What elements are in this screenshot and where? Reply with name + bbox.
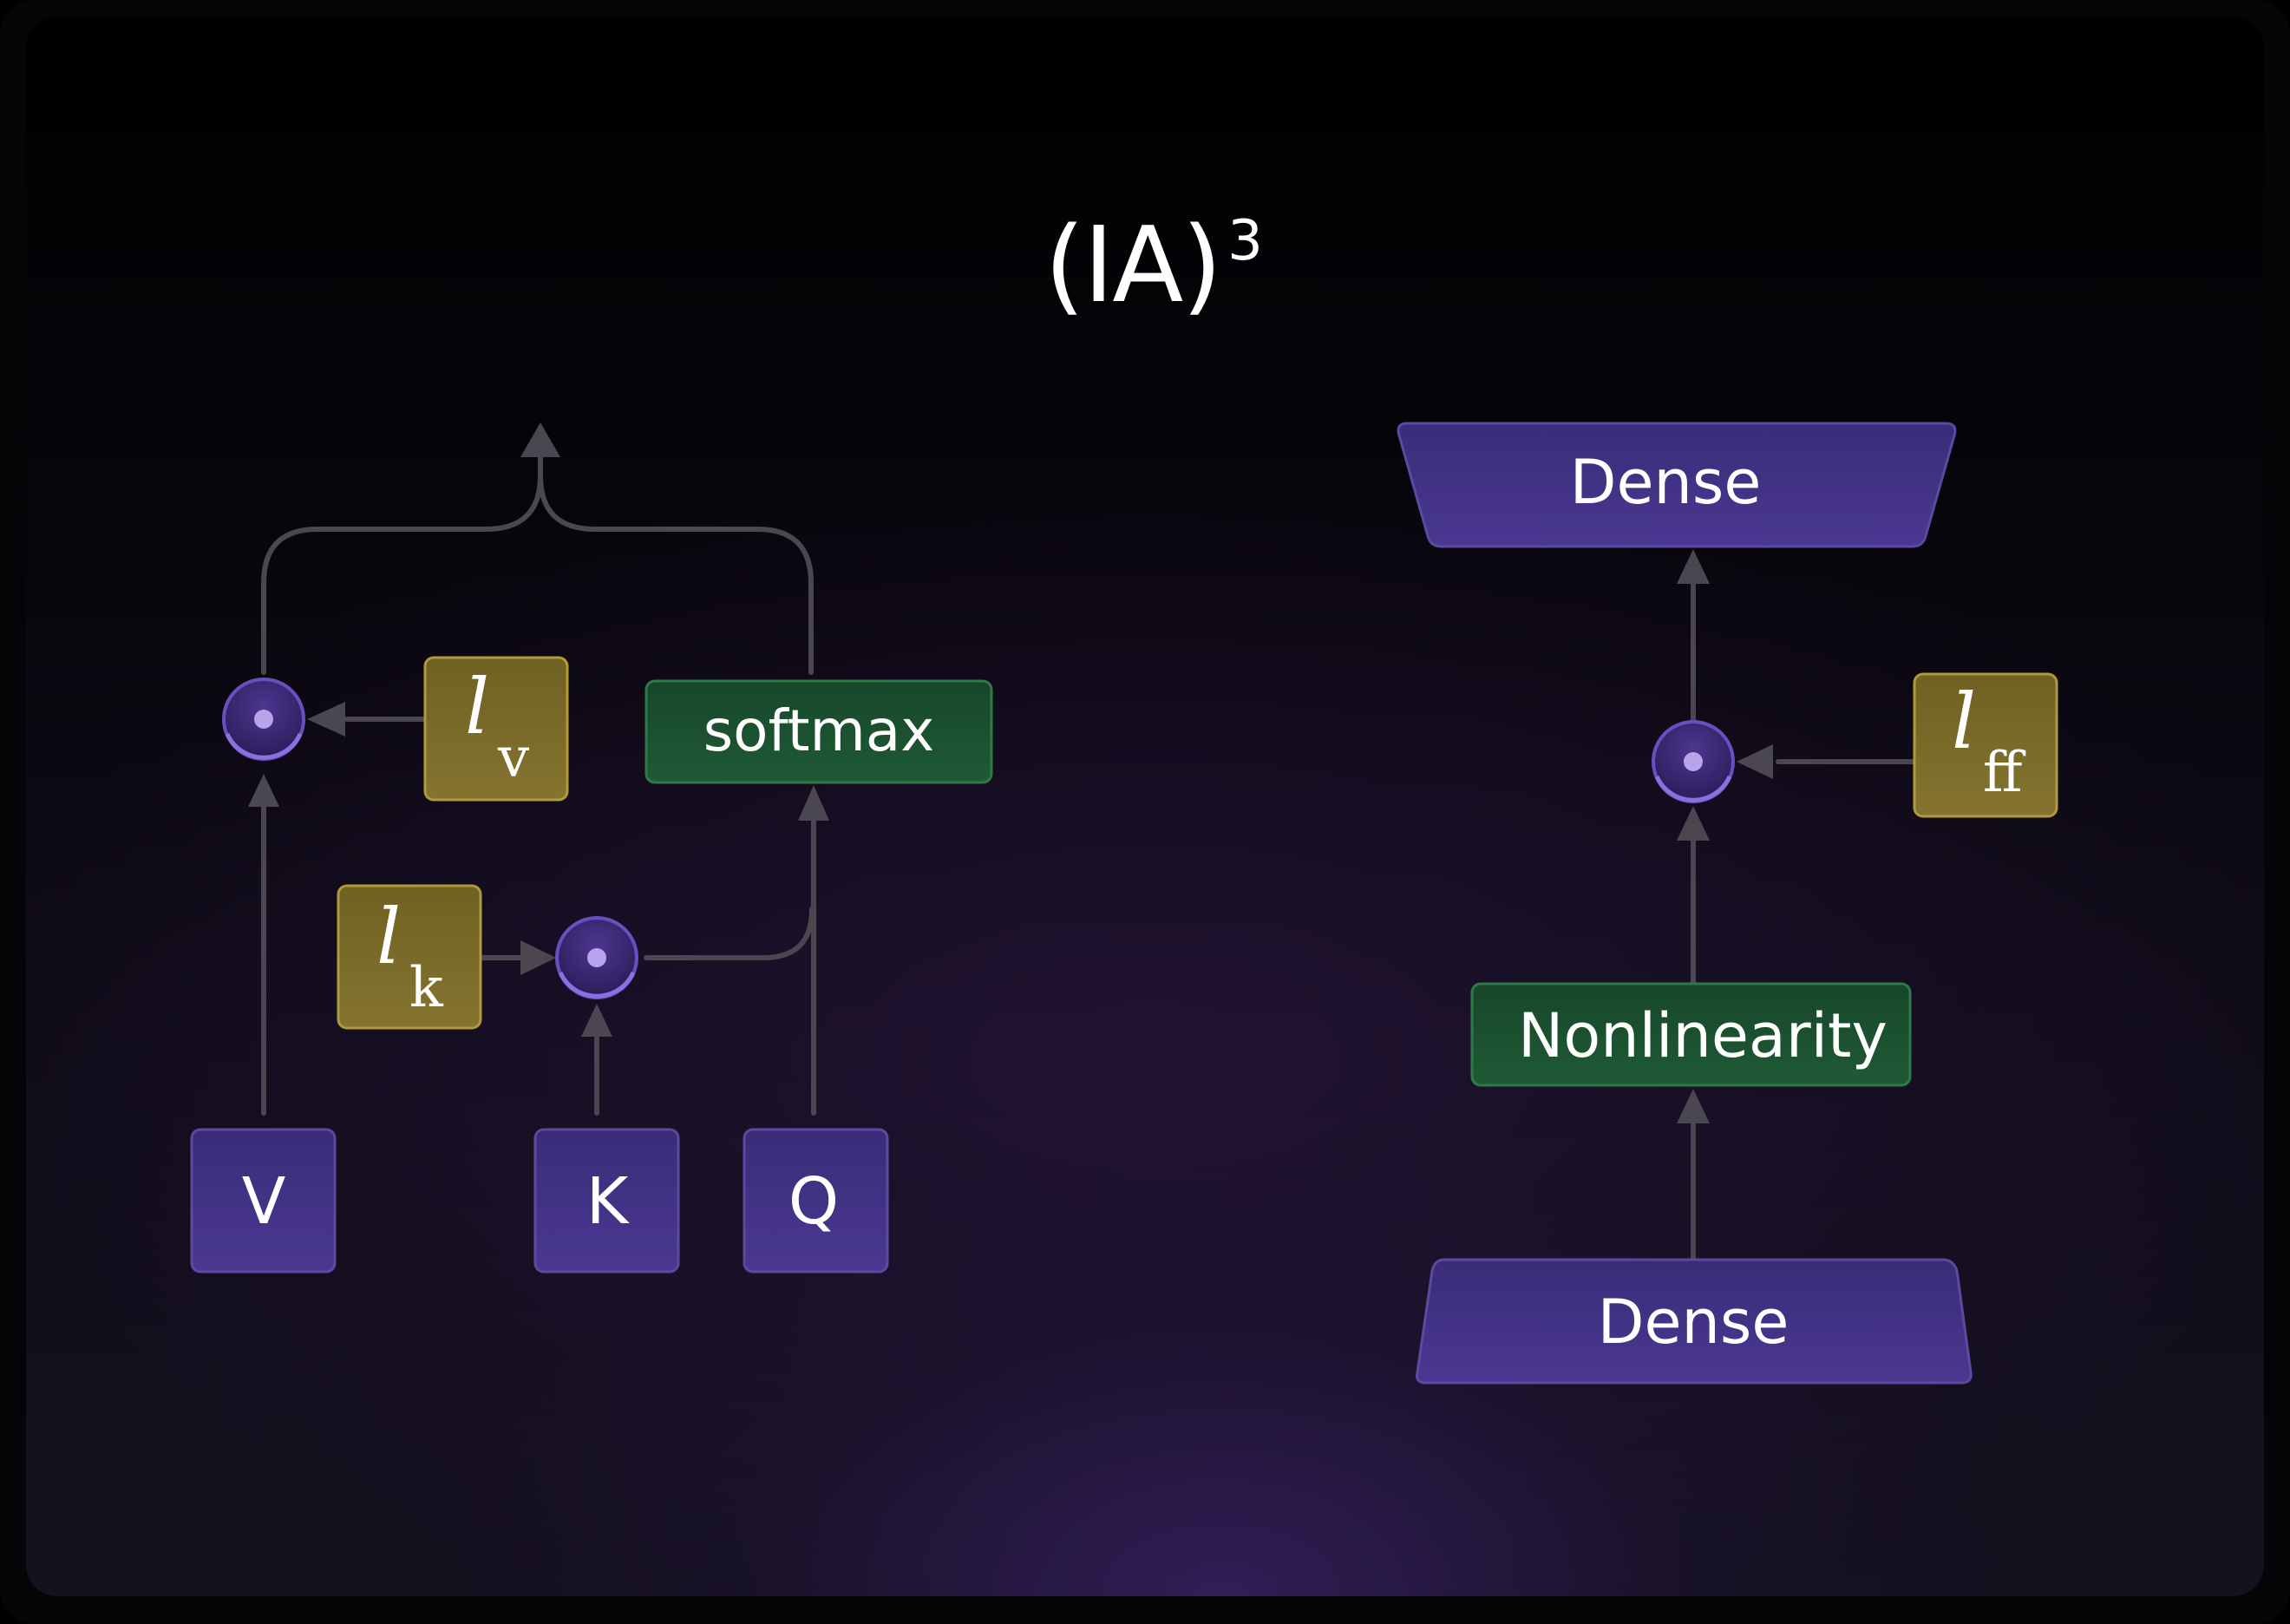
scale-subscript-lk: k — [409, 956, 444, 1020]
input-label-k: K — [586, 1164, 631, 1239]
scale-base-lv: l — [465, 662, 489, 751]
arrowhead-up-k — [581, 1004, 612, 1037]
arrowhead-up-v — [248, 774, 279, 807]
multiply-node-v — [222, 678, 305, 761]
nonlinearity-label: Nonlinearity — [1518, 1000, 1888, 1071]
softmax-box: softmax — [644, 679, 993, 784]
arrowhead-left-lv — [307, 702, 345, 737]
scale-box-lv: l v — [423, 656, 569, 802]
softmax-label: softmax — [703, 697, 935, 764]
scale-subscript-lff: ff — [1983, 741, 2026, 805]
multiply-node-ff — [1652, 720, 1735, 803]
multiply-node-k — [555, 916, 638, 999]
dense-bottom-label: Dense — [1598, 1287, 1789, 1358]
arrowheads — [248, 422, 1773, 1123]
input-box-k: K — [533, 1128, 680, 1274]
input-label-v: V — [242, 1164, 286, 1239]
connector-lines — [261, 453, 1917, 1262]
scale-box-lk: l k — [337, 884, 482, 1030]
scale-box-lff: l ff — [1913, 672, 2058, 818]
input-box-v: V — [190, 1128, 337, 1274]
scale-subscript-lv: v — [497, 726, 529, 790]
input-label-q: Q — [788, 1164, 839, 1239]
arrowhead-up-q — [798, 785, 829, 821]
title-superscript: 3 — [1227, 209, 1263, 273]
dense-top-label: Dense — [1570, 447, 1762, 518]
arrowhead-up-brace — [520, 422, 560, 457]
title-text: (IA) — [1044, 206, 1222, 326]
arrowhead-left-lff — [1737, 744, 1773, 779]
dense-box-top: Dense — [1397, 422, 1957, 548]
arrowhead-right-lk — [520, 940, 556, 975]
diagram-title: (IA)3 — [1044, 180, 1263, 327]
arrowhead-up-ff-3 — [1677, 549, 1710, 584]
arrowhead-up-ff-2 — [1677, 806, 1710, 841]
arrowhead-up-ff-1 — [1677, 1089, 1710, 1123]
scale-base-lk: l — [376, 892, 401, 981]
input-box-q: Q — [743, 1128, 889, 1274]
nonlinearity-box: Nonlinearity — [1470, 982, 1912, 1087]
dense-box-bottom: Dense — [1416, 1258, 1973, 1385]
scale-base-lff: l — [1952, 677, 1976, 766]
